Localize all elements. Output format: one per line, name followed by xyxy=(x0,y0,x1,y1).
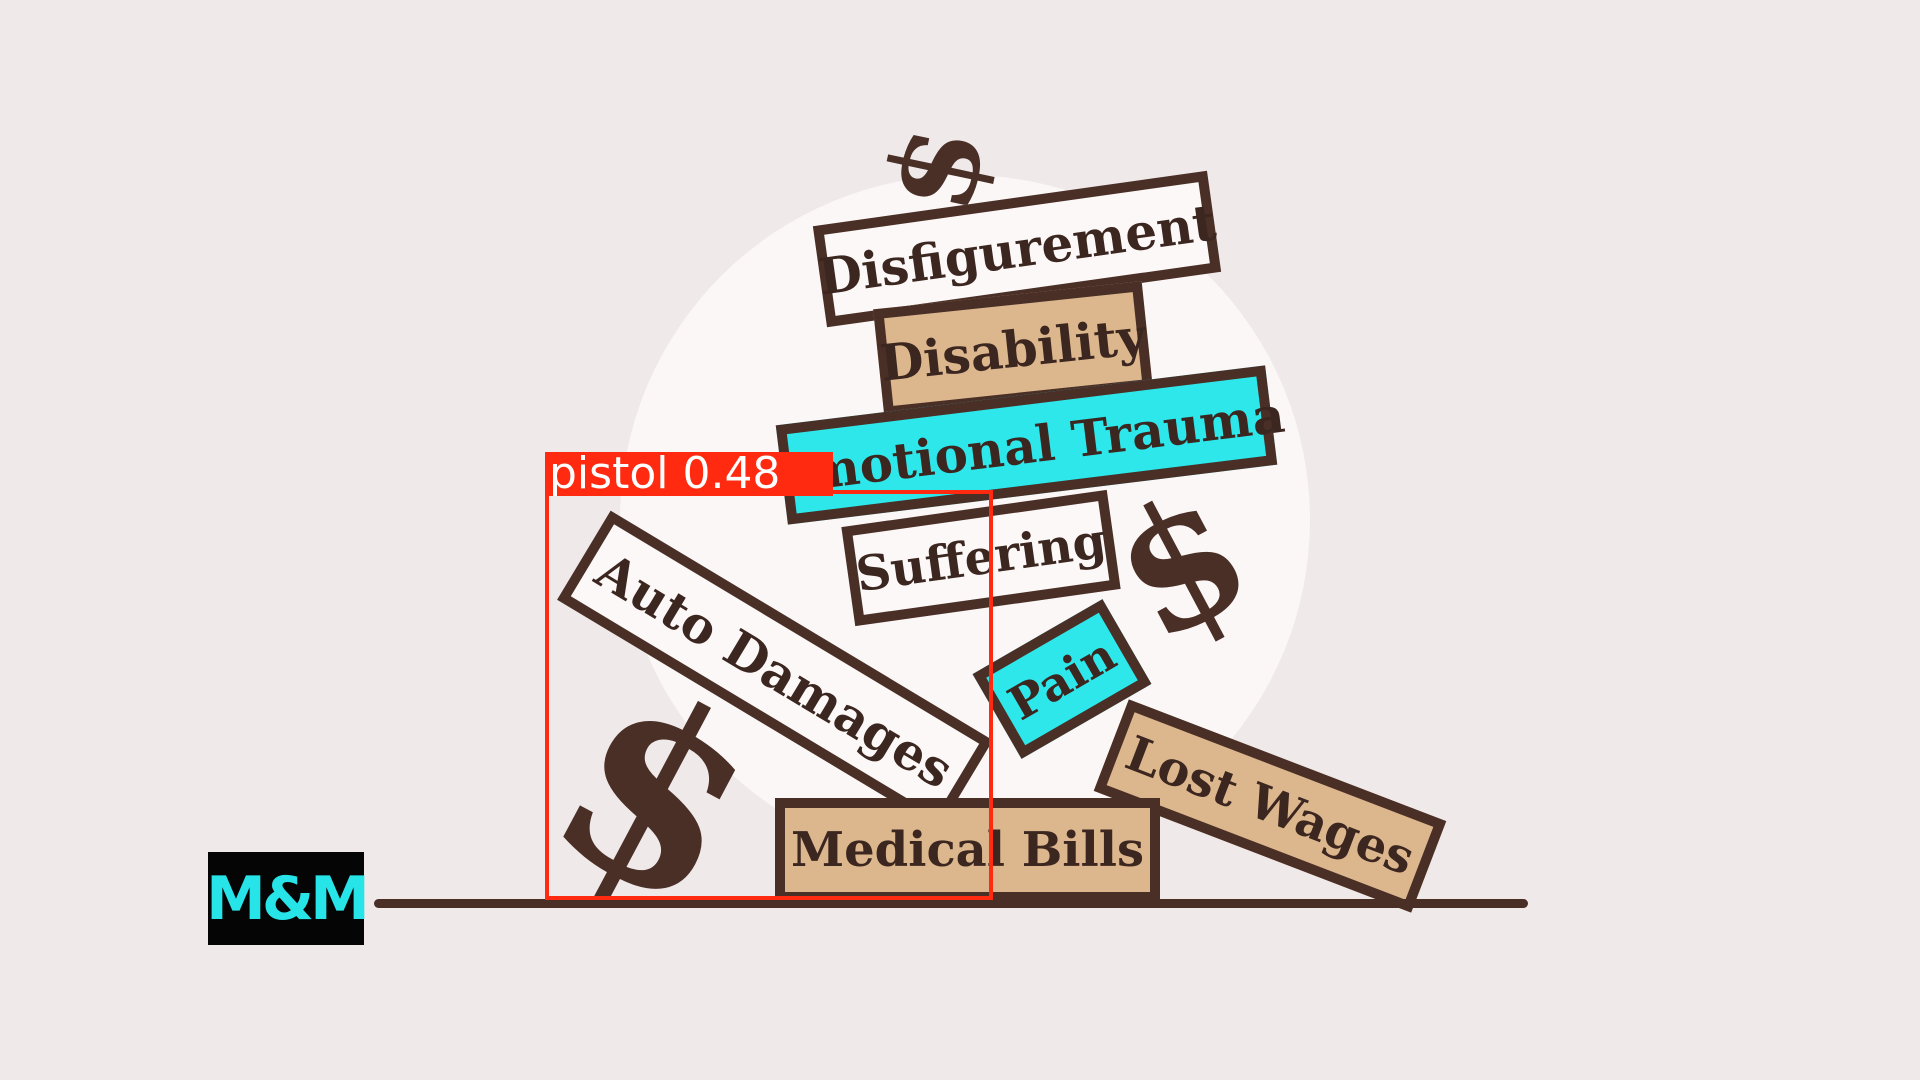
block-disability-label: Disability xyxy=(877,305,1149,393)
brand-logo-text: M&M xyxy=(206,863,370,934)
ground-line xyxy=(374,899,1528,908)
block-lost-wages-label: Lost Wages xyxy=(1118,725,1422,887)
brand-logo: M&M xyxy=(206,852,370,945)
detection-label: pistol 0.48 xyxy=(545,452,833,496)
block-medical-bills: Medical Bills xyxy=(775,798,1160,902)
block-medical-bills-label: Medical Bills xyxy=(790,822,1145,878)
detection-bounding-box xyxy=(545,490,993,900)
